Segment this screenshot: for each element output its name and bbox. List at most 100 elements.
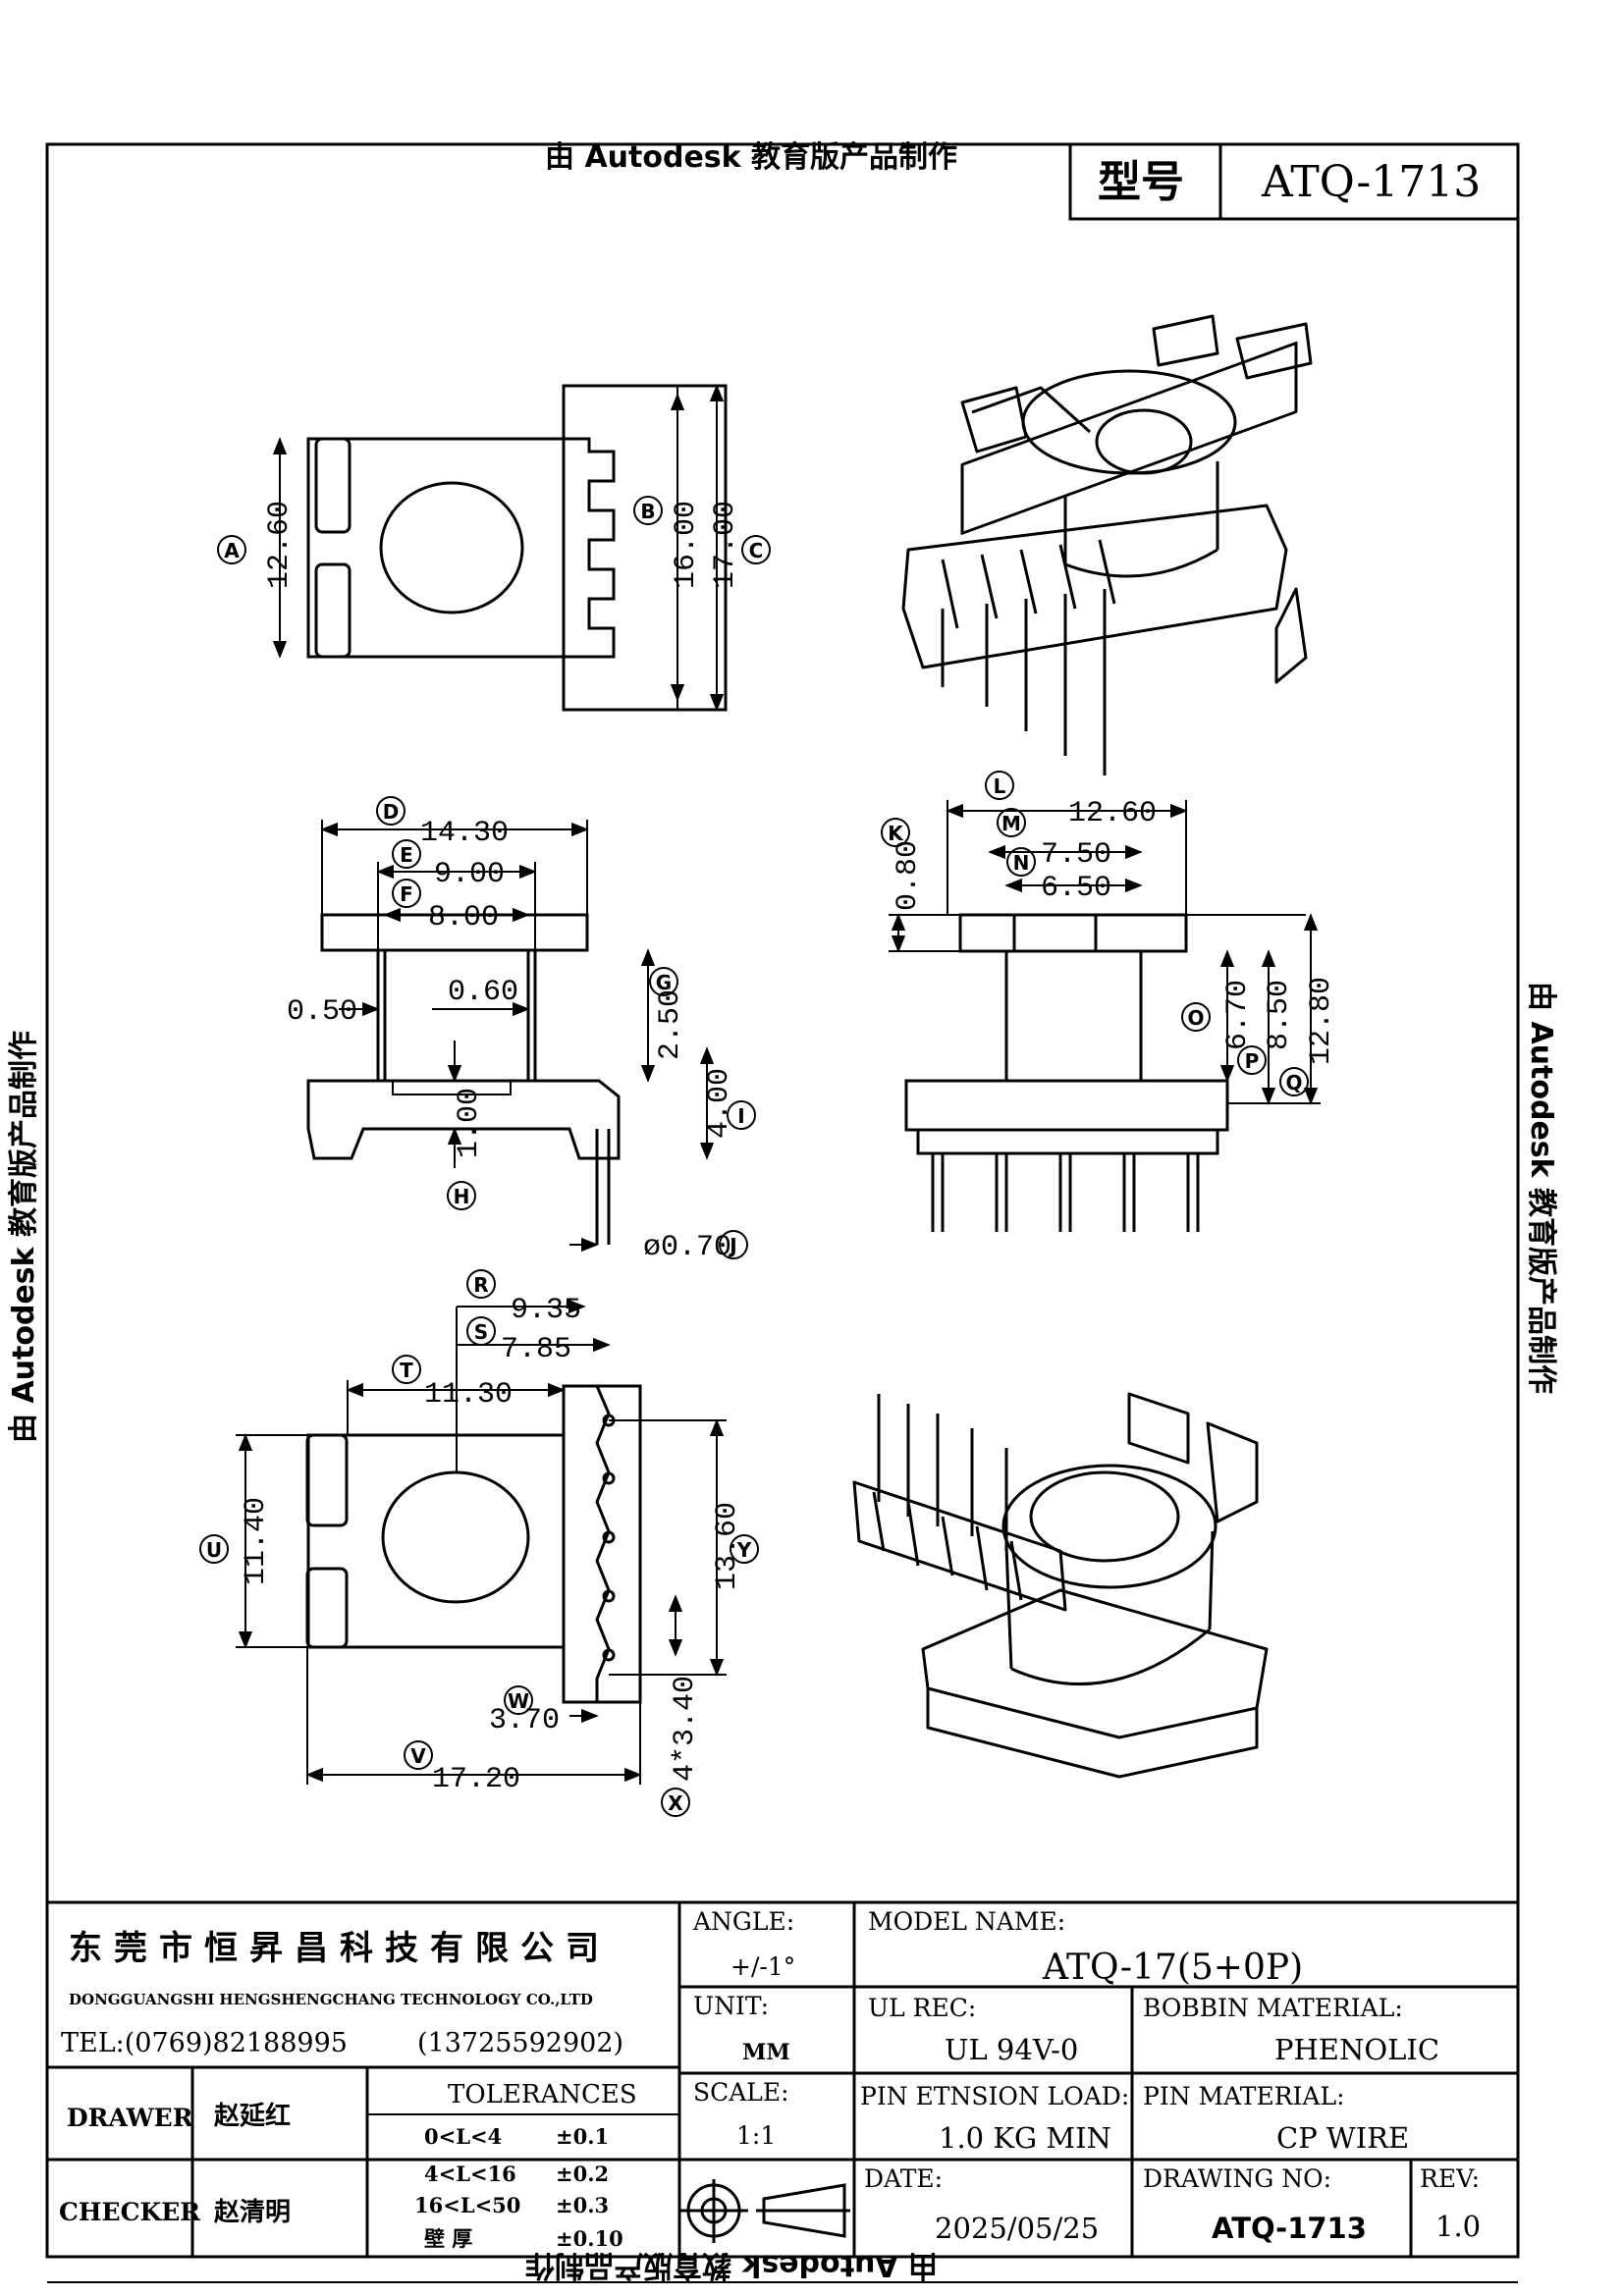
- side-view: [904, 913, 1229, 1232]
- letter-S: S: [474, 1320, 488, 1344]
- unit-label: UNIT:: [693, 1992, 769, 2020]
- checker-name: 赵清明: [213, 2198, 291, 2227]
- letter-Q: Q: [1285, 1071, 1302, 1095]
- letter-Y: Y: [736, 1538, 752, 1562]
- dim-T-value: 11.30: [424, 1378, 513, 1412]
- tolerance-range: 0<L<4: [424, 2124, 502, 2149]
- watermark-top: 由 Autodesk 教育版产品制作: [545, 140, 957, 175]
- watermark-left: 由 Autodesk 教育版产品制作: [7, 1031, 41, 1443]
- tolerance-value: ±0.3: [556, 2193, 609, 2217]
- drawing-no-label: DRAWING NO:: [1143, 2164, 1331, 2193]
- letter-F: F: [400, 882, 413, 906]
- model-name-label: MODEL NAME:: [868, 1907, 1065, 1936]
- letter-A: A: [224, 539, 240, 562]
- letter-W: W: [508, 1689, 529, 1713]
- bobbin-material-value: PHENOLIC: [1274, 2033, 1439, 2066]
- side-view-letters: L M N K O P Q: [881, 771, 1309, 1096]
- scale-label: SCALE:: [693, 2078, 789, 2107]
- side-view-dims: [889, 800, 1321, 1105]
- dim-F-value: 8.00: [428, 901, 499, 934]
- letter-H: H: [454, 1185, 470, 1208]
- rev-value: 1.0: [1435, 2210, 1481, 2243]
- letter-C: C: [749, 539, 764, 562]
- model-name-value: ATQ-17(5+0P): [1042, 1948, 1303, 1988]
- bottom-view-dims: [236, 1299, 727, 1785]
- tolerance-range: 4<L<16: [424, 2162, 516, 2186]
- letter-E: E: [400, 843, 413, 867]
- company-tel: TEL:(0769)82188995: [61, 2028, 348, 2058]
- tolerance-range: 16<L<50: [414, 2193, 520, 2217]
- dim-left-gap-value: 0.50: [287, 995, 357, 1029]
- letter-D: D: [383, 800, 400, 824]
- dim-J-value: ø0.70: [643, 1231, 731, 1264]
- pin-material-label: PIN MATERIAL:: [1143, 2082, 1345, 2110]
- date-value: 2025/05/25: [935, 2212, 1099, 2245]
- letter-I: I: [737, 1104, 744, 1128]
- dim-E-value: 9.00: [434, 858, 505, 891]
- isometric-view-bottom: [852, 1392, 1269, 1779]
- dim-D-value: 14.30: [420, 817, 509, 850]
- ul-label: UL REC:: [868, 1994, 976, 2022]
- letter-J: J: [728, 1234, 736, 1257]
- dim-A-value: 12.60: [263, 501, 297, 589]
- projection-symbol-icon: [679, 2179, 850, 2243]
- dim-U-value: 11.40: [240, 1497, 273, 1585]
- dim-V-value: 17.20: [432, 1763, 520, 1796]
- drawing-no-value: ATQ-1713: [1212, 2212, 1367, 2245]
- dim-R-value: 9.35: [511, 1294, 581, 1327]
- ul-value: UL 94V-0: [945, 2033, 1078, 2066]
- letter-N: N: [1013, 851, 1030, 875]
- dim-H-value: 1.00: [453, 1088, 486, 1158]
- bobbin-material-label: BOBBIN MATERIAL:: [1143, 1994, 1403, 2022]
- letter-B: B: [640, 500, 655, 523]
- company-name-en: DONGGUANGSHI HENGSHENGCHANG TECHNOLOGY C…: [69, 1991, 593, 2008]
- pin-material-value: CP WIRE: [1276, 2121, 1409, 2155]
- letter-M: M: [1001, 812, 1021, 835]
- tolerance-range: 壁 厚: [424, 2226, 472, 2251]
- dim-X-value: 4*3.40: [669, 1676, 702, 1782]
- rev-label: REV:: [1420, 2164, 1480, 2193]
- dim-M-value: 7.50: [1041, 838, 1111, 872]
- front-view-letters: D E F G H I J: [376, 796, 756, 1259]
- dim-G-value: 2.50: [654, 989, 687, 1060]
- dim-I-value: 4.00: [703, 1068, 736, 1139]
- tolerance-value: ±0.2: [556, 2162, 609, 2186]
- pin-load-value: 1.0 KG MIN: [939, 2121, 1111, 2155]
- tolerance-value: ±0.10: [556, 2226, 623, 2251]
- dim-Y-value: 13.60: [711, 1502, 744, 1590]
- model-header-label: 型号: [1098, 157, 1184, 207]
- dim-S-value: 7.85: [501, 1333, 571, 1366]
- letter-K: K: [888, 822, 904, 845]
- drawer-name: 赵延红: [213, 2101, 291, 2131]
- bottom-view: [305, 1384, 642, 1704]
- plan-view-letters: A B C: [217, 496, 771, 564]
- dim-mid-gap-value: 0.60: [448, 976, 518, 1009]
- pin-load-label: PIN ETNSION LOAD:: [860, 2082, 1129, 2110]
- dim-N-value: 6.50: [1041, 872, 1111, 905]
- letter-T: T: [400, 1359, 413, 1382]
- angle-value: +/-1°: [730, 1952, 795, 1981]
- drawing-frame: [45, 142, 1520, 2259]
- watermark-bottom: 由 Autodesk 教育版产品制作: [525, 2248, 938, 2282]
- drawer-label: DRAWER: [67, 2104, 193, 2132]
- checker-label: CHECKER: [59, 2198, 200, 2226]
- model-header: 型号 ATQ-1713: [1068, 142, 1520, 221]
- letter-V: V: [410, 1744, 426, 1768]
- unit-value: MM: [742, 2040, 790, 2065]
- plan-view-dims: [272, 384, 725, 712]
- dim-Q-value: 12.80: [1305, 977, 1338, 1065]
- letter-P: P: [1245, 1049, 1260, 1073]
- tolerance-value: ±0.1: [556, 2124, 609, 2149]
- dim-K-value: 0.80: [892, 840, 925, 911]
- letter-O: O: [1187, 1006, 1204, 1030]
- tolerance-table: 0<L<4 ±0.1 4<L<16 ±0.2 16<L<50 ±0.3 壁 厚 …: [414, 2124, 623, 2251]
- company-name-cn: 东莞市恒昇昌科技有限公司: [69, 1929, 611, 1968]
- letter-U: U: [206, 1538, 222, 1562]
- plan-view: [306, 384, 728, 712]
- dim-L-value: 12.60: [1068, 797, 1157, 830]
- letter-X: X: [668, 1791, 683, 1815]
- tolerances-label: TOLERANCES: [448, 2080, 637, 2109]
- dim-C-value: 17.00: [709, 501, 742, 589]
- model-header-value: ATQ-1713: [1261, 157, 1481, 207]
